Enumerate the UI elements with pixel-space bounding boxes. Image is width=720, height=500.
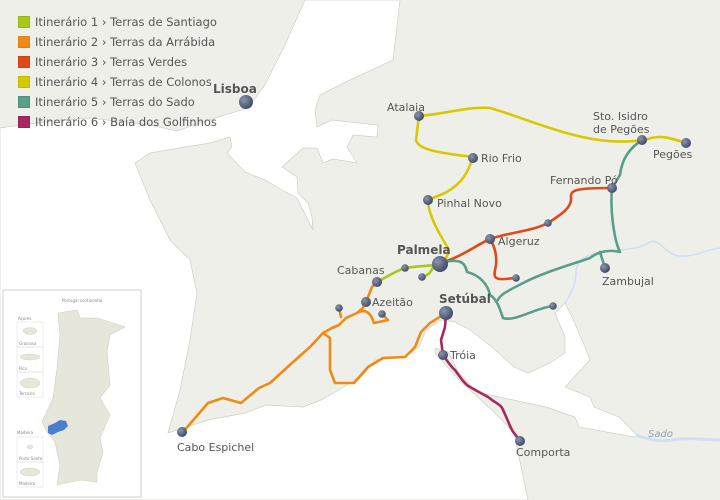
- legend: Itinerário 1 › Terras de Santiago Itiner…: [18, 12, 217, 132]
- dot-rio-frio[interactable]: [468, 153, 478, 163]
- label-fernando-po: Fernando Pó: [550, 174, 618, 187]
- label-lisboa: Lisboa: [213, 82, 257, 96]
- dot-stop[interactable]: [549, 302, 557, 310]
- legend-item-6[interactable]: Itinerário 6 › Baía dos Golfinhos: [18, 112, 217, 132]
- swatch-1: [18, 16, 30, 28]
- dot-troia[interactable]: [438, 350, 448, 360]
- dot-stop[interactable]: [378, 310, 386, 318]
- label-rio-frio: Rio Frio: [481, 152, 522, 165]
- dot-azeitao[interactable]: [361, 297, 371, 307]
- portugal-mainland: [41, 309, 126, 486]
- label-comporta: Comporta: [516, 446, 570, 459]
- legend-label: Itinerário 4 › Terras de Colonos: [35, 75, 212, 89]
- dot-pegoes[interactable]: [681, 138, 691, 148]
- dot-pinhal-novo[interactable]: [423, 195, 433, 205]
- label-palmela: Palmela: [397, 243, 451, 257]
- swatch-4: [18, 76, 30, 88]
- legend-label: Itinerário 3 › Terras Verdes: [35, 55, 188, 69]
- legend-item-2[interactable]: Itinerário 2 › Terras da Arrábida: [18, 32, 217, 52]
- label-de-pegoes: de Pegões: [593, 123, 650, 136]
- dot-cabanas[interactable]: [372, 277, 382, 287]
- swatch-6: [18, 116, 30, 128]
- place-dots: [177, 95, 691, 446]
- legend-label: Itinerário 6 › Baía dos Golfinhos: [35, 115, 217, 129]
- dot-stop[interactable]: [335, 304, 343, 312]
- dot-stop[interactable]: [544, 219, 552, 227]
- inset-terceira: Terceira: [18, 391, 35, 396]
- swatch-2: [18, 36, 30, 48]
- inset-title: Portugal continental: [62, 298, 102, 303]
- dot-setubal[interactable]: [439, 306, 453, 320]
- dot-palmela[interactable]: [432, 256, 448, 272]
- swatch-5: [18, 96, 30, 108]
- legend-item-3[interactable]: Itinerário 3 › Terras Verdes: [18, 52, 217, 72]
- dot-stop[interactable]: [512, 274, 520, 282]
- label-river-sado: Sado: [648, 429, 673, 440]
- river-upper: [564, 240, 720, 304]
- label-atalaia: Atalaia: [387, 101, 425, 114]
- label-cabanas: Cabanas: [337, 264, 385, 277]
- dot-fernando-po[interactable]: [607, 183, 617, 193]
- label-sto-isidro: Sto. Isidro: [593, 110, 648, 123]
- inset-madeira: Madeira: [19, 481, 36, 486]
- label-azeitao: Azeitão: [372, 296, 413, 309]
- inset-madeira-group: Madeira: [17, 430, 34, 435]
- label-pinhal-novo: Pinhal Novo: [437, 197, 502, 210]
- region-highlight: [48, 420, 68, 435]
- route-6-baia-dos-golfinhos[interactable]: [439, 311, 522, 443]
- dot-cabo-espichel[interactable]: [177, 427, 187, 437]
- dot-sto-isidro[interactable]: [637, 135, 647, 145]
- label-setubal: Setúbal: [439, 292, 491, 306]
- dot-algeruz[interactable]: [485, 234, 495, 244]
- label-troia: Tróia: [449, 349, 476, 362]
- legend-item-5[interactable]: Itinerário 5 › Terras do Sado: [18, 92, 217, 112]
- dot-stop[interactable]: [401, 264, 409, 272]
- legend-label: Itinerário 5 › Terras do Sado: [35, 95, 195, 109]
- swatch-3: [18, 56, 30, 68]
- inset-graciosa: Graciosa: [19, 341, 37, 346]
- river-sado: [635, 433, 720, 443]
- label-algeruz: Algeruz: [498, 235, 540, 248]
- legend-item-4[interactable]: Itinerário 4 › Terras de Colonos: [18, 72, 217, 92]
- legend-label: Itinerário 2 › Terras da Arrábida: [35, 35, 216, 49]
- legend-label: Itinerário 1 › Terras de Santiago: [35, 15, 217, 29]
- dot-zambujal[interactable]: [600, 263, 610, 273]
- label-pegoes: Pegões: [653, 148, 692, 161]
- dot-stop[interactable]: [418, 273, 426, 281]
- inset-pico: Pico: [19, 366, 28, 371]
- dot-atalaia[interactable]: [414, 111, 424, 121]
- inset-azores: Açores: [18, 316, 31, 321]
- label-cabo-espichel: Cabo Espichel: [177, 441, 254, 454]
- dot-comporta[interactable]: [515, 436, 525, 446]
- dot-lisboa[interactable]: [239, 95, 253, 109]
- label-zambujal: Zambujal: [602, 275, 654, 288]
- inset-map: Portugal continental Açores Graciosa Pic…: [2, 289, 142, 498]
- legend-item-1[interactable]: Itinerário 1 › Terras de Santiago: [18, 12, 217, 32]
- inset-porto-santo: Porto Santo: [19, 456, 43, 461]
